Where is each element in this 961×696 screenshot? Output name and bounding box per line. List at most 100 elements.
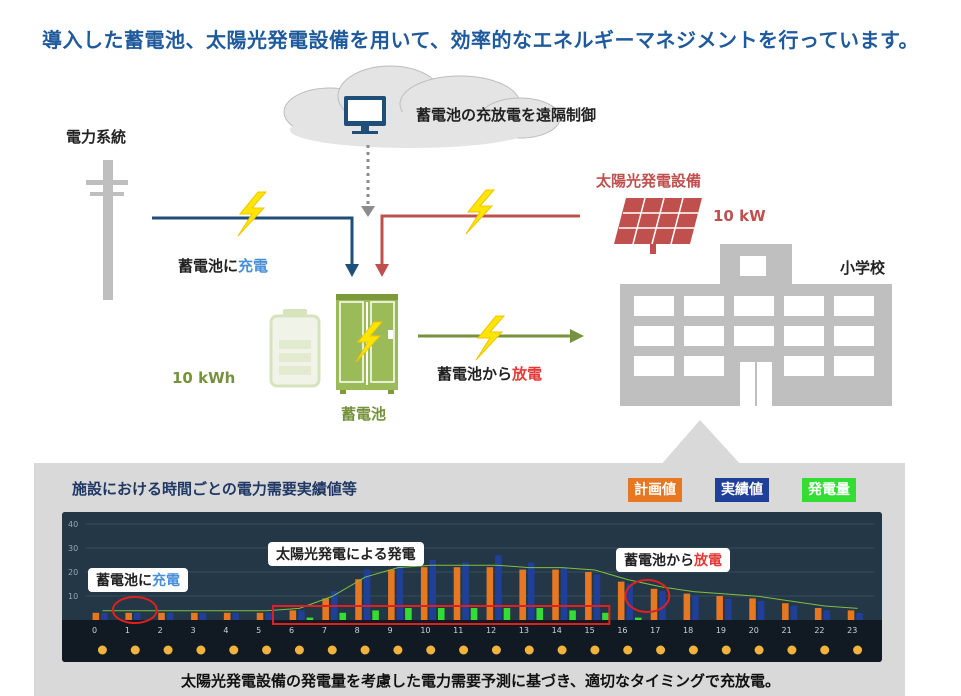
bar-generation	[405, 608, 412, 620]
bar-generation	[470, 608, 478, 620]
bar-actual	[560, 567, 568, 620]
solar-line	[380, 214, 580, 268]
lightning-icon	[465, 189, 496, 235]
solar-callout: 太陽光発電による発電	[268, 542, 424, 566]
bar-plan	[158, 612, 165, 620]
bar-actual	[626, 584, 634, 620]
charge-label: 蓄電池に充電	[178, 255, 268, 276]
y-tick-label: 10	[68, 592, 78, 601]
bar-actual	[298, 610, 305, 620]
panel-pointer	[660, 420, 742, 466]
solar-label: 太陽光発電設備	[596, 172, 702, 190]
charge-label-prefix: 蓄電池に	[178, 257, 239, 275]
bar-generation	[602, 612, 609, 620]
bar-generation	[569, 610, 576, 620]
bar-plan	[223, 612, 231, 620]
y-tick-label: 30	[68, 544, 78, 553]
hour-label: 10	[420, 626, 430, 635]
sun-icon	[688, 645, 698, 655]
charge-callout: 蓄電池に充電	[88, 568, 188, 592]
bar-generation	[306, 617, 314, 620]
sun-icon	[820, 645, 830, 655]
sun-icon	[853, 645, 863, 655]
bar-plan	[92, 612, 100, 620]
plan-trend-line	[102, 564, 858, 612]
bar-actual	[166, 612, 174, 620]
discharge-label-highlight: 放電	[512, 365, 543, 383]
bar-plan	[420, 567, 428, 620]
bar-plan	[322, 598, 329, 620]
hour-label: 0	[92, 626, 97, 635]
sun-icon	[163, 645, 173, 655]
hour-label: 9	[388, 626, 393, 635]
bar-actual	[692, 596, 699, 620]
solar-highlight-box	[272, 605, 611, 625]
discharge-label-prefix: 蓄電池から	[437, 365, 513, 383]
hour-label: 4	[223, 626, 228, 635]
school-label: 小学校	[840, 259, 886, 277]
grid-line	[152, 216, 354, 268]
hour-label: 23	[847, 626, 857, 635]
sun-icon	[97, 645, 107, 655]
hour-label: 14	[552, 626, 562, 635]
bar-generation	[339, 612, 347, 620]
bar-actual	[101, 612, 108, 620]
bar-plan	[585, 572, 592, 620]
hour-label: 12	[486, 626, 496, 635]
bar-plan	[256, 612, 264, 620]
hour-label: 7	[322, 626, 327, 635]
bar-plan	[486, 567, 494, 620]
hour-label: 20	[749, 626, 759, 635]
hour-label: 16	[617, 626, 627, 635]
bar-generation	[437, 608, 445, 620]
hour-label: 19	[716, 626, 726, 635]
sun-icon	[360, 645, 370, 655]
bar-actual	[495, 555, 502, 620]
bar-actual	[462, 562, 469, 620]
bar-actual	[363, 569, 371, 620]
bar-actual	[232, 612, 240, 620]
bar-actual	[527, 562, 535, 620]
sun-icon	[590, 645, 600, 655]
sun-icon	[327, 645, 337, 655]
solar-panel-icon	[614, 197, 702, 254]
discharge-label: 蓄電池から放電	[437, 363, 542, 384]
battery-cabinet-icon	[336, 294, 398, 394]
chart-title: 施設における時間ごとの電力需要実績値等	[72, 480, 357, 498]
legend-generation: 発電量	[802, 478, 856, 502]
battery-icon	[269, 309, 321, 388]
discharge-callout-highlight: 放電	[694, 553, 722, 569]
sun-icon	[623, 645, 633, 655]
hour-label: 3	[191, 626, 196, 635]
bar-actual	[659, 591, 666, 620]
lightning-icon	[475, 315, 506, 361]
discharge-callout-prefix: 蓄電池から	[624, 553, 694, 569]
bar-plan	[125, 612, 132, 620]
sun-icon	[393, 645, 403, 655]
charge-label-highlight: 充電	[238, 257, 269, 275]
bar-actual	[823, 610, 831, 620]
bar-actual	[724, 598, 732, 620]
bar-plan	[683, 593, 691, 620]
hour-label: 21	[782, 626, 792, 635]
bar-actual	[396, 564, 404, 620]
bar-generation	[536, 608, 544, 620]
charge-callout-prefix: 蓄電池に	[96, 573, 152, 589]
solar-capacity: 10 kW	[713, 207, 766, 225]
bar-plan	[716, 596, 723, 620]
headline: 導入した蓄電池、太陽光発電設備を用いて、効率的なエネルギーマネジメントを行ってい…	[42, 28, 919, 52]
legend-plan: 計画値	[628, 478, 682, 502]
bar-actual	[757, 600, 765, 620]
discharge-callout: 蓄電池から放電	[616, 548, 730, 572]
bar-actual	[593, 574, 601, 620]
hour-label: 15	[585, 626, 595, 635]
hour-label: 11	[453, 626, 463, 635]
legend-actual: 実績値	[715, 478, 769, 502]
sun-icon	[459, 645, 469, 655]
school-building-icon	[620, 244, 892, 406]
sun-icon	[656, 645, 666, 655]
chart-plot-area	[62, 512, 882, 620]
bar-actual	[856, 612, 863, 620]
